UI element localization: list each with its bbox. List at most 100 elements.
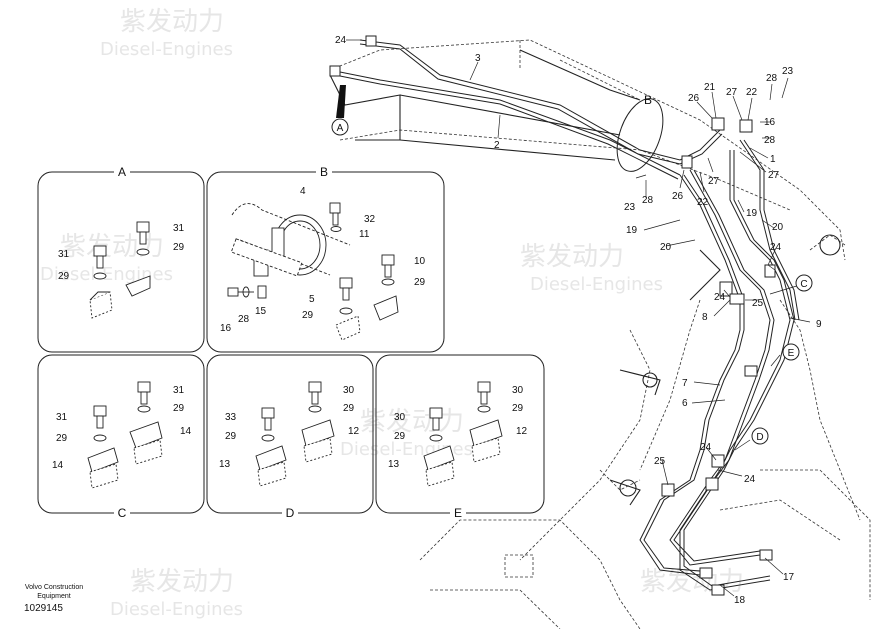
part-number: 1029145	[24, 603, 63, 614]
callout: 11	[359, 229, 370, 240]
panel-title: B	[320, 165, 328, 179]
callout: 31	[58, 249, 70, 260]
view-B-oval	[616, 98, 664, 172]
callout: 30	[512, 385, 524, 396]
callout: 27	[708, 176, 720, 187]
callout: 19	[626, 225, 638, 236]
marker-label: B	[644, 93, 652, 107]
view-marker-B: B	[644, 93, 652, 107]
callout: 24	[714, 292, 726, 303]
marker-label: E	[788, 348, 795, 359]
callout: 12	[348, 426, 360, 437]
callout: 13	[388, 459, 400, 470]
panel-title: A	[118, 165, 126, 179]
hydraulic-lines	[339, 39, 800, 591]
callout: 14	[180, 426, 192, 437]
detail-panel-d: D 30 29 33 29 12 13	[206, 354, 374, 520]
watermark-cn: 紫发动力	[360, 407, 464, 437]
detail-panel-b: B 4 32 11 10 29 16 28 15 5	[206, 165, 445, 353]
callout: 24	[335, 35, 347, 46]
callout: 25	[654, 456, 666, 467]
footer-brand: Volvo Construction Equipment	[14, 583, 94, 601]
callout: 24	[770, 242, 782, 253]
callout: 29	[173, 403, 185, 414]
detail-panel-a: A 31 29 31 29	[37, 165, 205, 353]
watermark-en: Diesel-Engines	[110, 599, 243, 620]
footer-brand-line2: Equipment	[37, 593, 71, 600]
callout: 27	[768, 170, 780, 181]
marker-label: C	[800, 279, 807, 290]
callout: 30	[343, 385, 355, 396]
callout: 32	[364, 214, 376, 225]
callout: 20	[660, 242, 672, 253]
callout: 26	[688, 93, 700, 104]
callout: 29	[225, 431, 237, 442]
callout: 6	[682, 398, 688, 409]
marker-label: A	[337, 123, 344, 134]
callout: 23	[782, 66, 794, 77]
watermark-cn: 紫发动力	[60, 232, 164, 262]
view-marker-E: E	[782, 343, 800, 361]
callout: 31	[173, 223, 185, 234]
callout: 14	[52, 460, 64, 471]
callout: 22	[746, 87, 758, 98]
panel-title: C	[118, 506, 127, 520]
view-marker-C: C	[795, 274, 813, 292]
view-marker-D: D	[751, 427, 769, 445]
callout: 31	[56, 412, 68, 423]
watermark-en: Diesel-Engines	[100, 39, 233, 60]
boom-structure	[329, 39, 871, 629]
callout: 24	[744, 474, 756, 485]
callout: 8	[702, 312, 708, 323]
callout: 29	[173, 242, 185, 253]
callout: 29	[414, 277, 426, 288]
panel-title: E	[454, 506, 462, 520]
callout: 9	[816, 319, 822, 330]
callout: 29	[302, 310, 314, 321]
callout: 7	[682, 378, 688, 389]
callout: 21	[704, 82, 716, 93]
callout: 5	[309, 294, 315, 305]
watermark-cn: 紫发动力	[520, 242, 624, 272]
callout: 33	[225, 412, 237, 423]
callout: 29	[394, 431, 406, 442]
callout: 4	[300, 186, 306, 197]
callout: 19	[746, 208, 758, 219]
callout: 13	[219, 459, 231, 470]
detail-panel-c: C 31 29 31 29 14 14	[37, 354, 205, 520]
callout: 17	[783, 572, 795, 583]
callout: 10	[414, 256, 426, 267]
callout: 31	[173, 385, 185, 396]
callout: 18	[734, 595, 746, 606]
callout: 23	[624, 202, 636, 213]
view-marker-A: A	[331, 85, 349, 136]
watermark-cn: 紫发动力	[120, 7, 224, 37]
callout: 1	[770, 154, 776, 165]
callout: 3	[475, 53, 481, 64]
callout: 24	[700, 442, 712, 453]
leader-lines	[346, 39, 811, 597]
callout: 25	[752, 298, 764, 309]
callout: 29	[58, 271, 70, 282]
callout: 29	[56, 433, 68, 444]
callout: 28	[764, 135, 776, 146]
panel-title: D	[286, 506, 295, 520]
callout: 28	[642, 195, 654, 206]
main-callouts: 24 3 2 21 26 27 22 28 23 16 28 1 27 23 2…	[335, 35, 822, 606]
callout: 22	[697, 197, 709, 208]
callout: 15	[255, 306, 267, 317]
detail-panel-e: E 30 29 30 29 12 13	[375, 354, 545, 520]
callout: 28	[238, 314, 250, 325]
callout: 2	[494, 140, 500, 151]
callout: 16	[220, 323, 232, 334]
callout: 27	[726, 87, 738, 98]
callout: 29	[343, 403, 355, 414]
callout: 20	[772, 222, 784, 233]
callout: 29	[512, 403, 524, 414]
watermark-cn: 紫发动力	[130, 567, 234, 597]
callout: 16	[764, 117, 776, 128]
callout: 30	[394, 412, 406, 423]
callout: 28	[766, 73, 778, 84]
